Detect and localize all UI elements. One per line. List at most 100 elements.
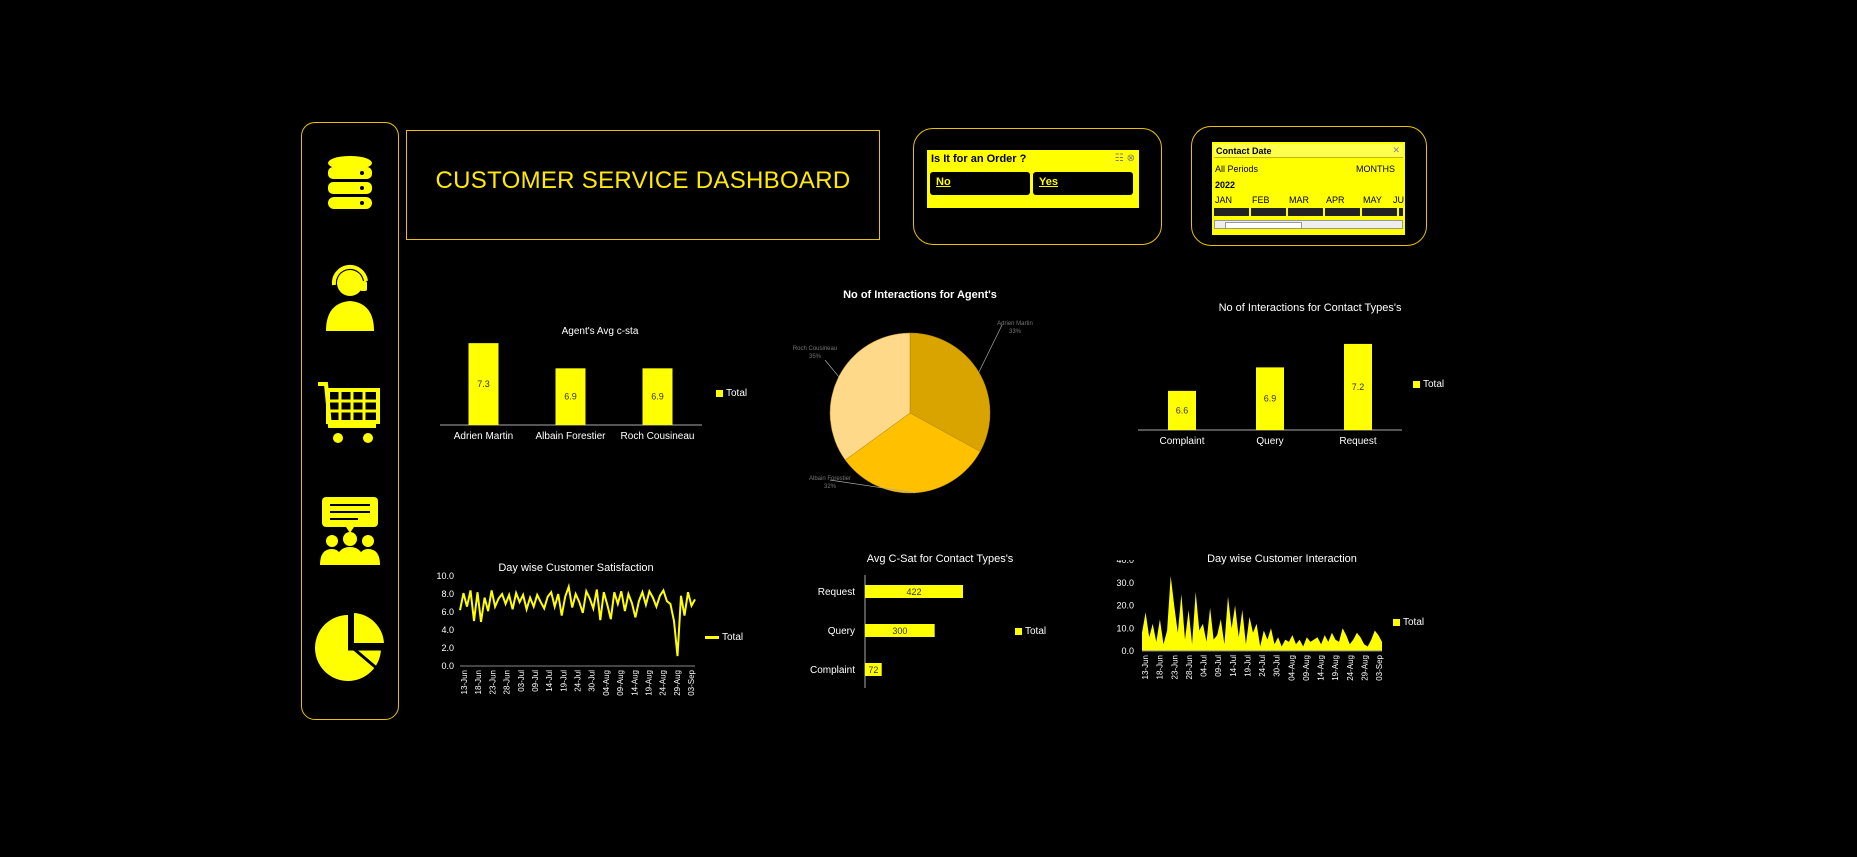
- x-tick-label: 04-Aug: [602, 670, 611, 696]
- x-tick-label: 29-Aug: [673, 670, 682, 696]
- data-label: 6.9: [1264, 394, 1277, 404]
- timeline-bar[interactable]: [1399, 208, 1403, 216]
- slice-pct: 33%: [1009, 329, 1022, 335]
- timeline-month[interactable]: JU: [1393, 195, 1404, 205]
- timeline-slicer: Contact Date ✕ All Periods MONTHS 2022 J…: [1212, 142, 1405, 235]
- y-tick-label: 2.0: [441, 643, 454, 653]
- order-option-no[interactable]: No: [930, 172, 1030, 195]
- timeline-month[interactable]: APR: [1326, 195, 1345, 205]
- bar: [642, 368, 673, 425]
- database-icon[interactable]: [314, 151, 386, 223]
- timeline-month[interactable]: MAY: [1363, 195, 1382, 205]
- order-slicer-frame: [913, 128, 1162, 245]
- x-tick-label: 24-Aug: [659, 670, 668, 696]
- data-label: 72: [868, 665, 878, 675]
- chart-title: Avg C-Sat for Contact Types's: [866, 553, 1014, 565]
- shopping-cart-icon[interactable]: [314, 378, 386, 450]
- y-tick-label: 6.0: [441, 607, 454, 617]
- legend: Total: [1393, 617, 1424, 628]
- x-tick-label: 03-Jul: [517, 670, 526, 692]
- legend-label: Total: [726, 388, 748, 399]
- timeline-month[interactable]: FEB: [1252, 195, 1270, 205]
- y-tick-label: 4.0: [441, 625, 454, 635]
- timeline-year: 2022: [1215, 180, 1236, 190]
- y-tick-label: 0.0: [441, 661, 454, 671]
- chart-title: Day wise Customer Interaction: [1207, 553, 1357, 565]
- bar: [555, 368, 586, 425]
- data-label: 6.9: [564, 392, 577, 402]
- timeline-bar[interactable]: [1362, 208, 1397, 216]
- y-tick-label: 0.0: [1121, 646, 1134, 656]
- legend: Total: [716, 388, 747, 399]
- y-tick-label: 30.0: [1116, 578, 1134, 588]
- legend: Total: [1015, 626, 1046, 637]
- timeline-period: All Periods: [1215, 164, 1259, 174]
- timeline-scrollbar[interactable]: [1214, 220, 1403, 229]
- x-tick-label: 04-Aug: [1287, 655, 1296, 681]
- timeline-month[interactable]: JAN: [1215, 195, 1233, 205]
- legend-swatch: [1413, 381, 1420, 388]
- legend: Total: [705, 632, 743, 643]
- timeline-bar[interactable]: [1214, 208, 1249, 216]
- x-tick-label: 04-Jul: [1200, 655, 1209, 677]
- page-title: CUSTOMER SERVICE DASHBOARD: [435, 167, 851, 194]
- x-tick-label: 03-Sep: [1375, 654, 1384, 680]
- legend-label: Total: [1403, 617, 1425, 628]
- timeline-header: Contact Date: [1214, 144, 1403, 158]
- x-tick-label: 28-Jun: [1185, 655, 1194, 679]
- bar: [865, 663, 882, 676]
- data-label: 7.2: [1352, 382, 1365, 392]
- x-tick-label: 30-Jul: [588, 670, 597, 692]
- order-option-yes[interactable]: Yes: [1033, 172, 1133, 195]
- x-tick-label: 19-Aug: [1331, 655, 1340, 681]
- legend-label: Total: [1025, 626, 1047, 637]
- slice-pct: 32%: [824, 484, 837, 490]
- slice-label: Albain Forestier: [809, 476, 851, 482]
- x-tick-label: 09-Aug: [1302, 655, 1311, 681]
- x-tick-label: 14-Aug: [1317, 655, 1326, 681]
- x-tick-label: 24-Jul: [1258, 655, 1267, 677]
- pie-chart-icon[interactable]: [314, 611, 386, 683]
- clear-filter-icon[interactable]: ☷ ⊗: [1114, 153, 1135, 164]
- y-tick-label: Request: [818, 587, 855, 598]
- x-tick-label: Query: [1256, 436, 1283, 447]
- x-tick-label: 19-Jul: [559, 670, 568, 692]
- y-tick-label: 8.0: [441, 589, 454, 599]
- bar: [865, 624, 935, 637]
- legend-swatch: [1393, 619, 1400, 626]
- slice-label: Adrien Martin: [997, 321, 1033, 327]
- legend-label: Total: [1423, 379, 1445, 390]
- timeline-unit[interactable]: MONTHS: [1356, 164, 1395, 174]
- x-tick-label: 29-Aug: [1360, 655, 1369, 681]
- legend-swatch: [1015, 628, 1022, 635]
- y-tick-label: 40.0: [1116, 560, 1134, 565]
- x-tick-label: 19-Aug: [644, 670, 653, 696]
- filter-clear-icon[interactable]: ✕: [1392, 145, 1400, 155]
- leader-line: [978, 324, 1003, 373]
- support-agent-icon[interactable]: [314, 261, 386, 333]
- feedback-group-icon[interactable]: [314, 495, 386, 567]
- timeline-bar[interactable]: [1251, 208, 1286, 216]
- timeline-bar[interactable]: [1288, 208, 1323, 216]
- slice-pct: 35%: [809, 354, 822, 360]
- order-slicer-header: Is It for an Order ?: [931, 153, 1027, 165]
- timeline-month[interactable]: MAR: [1289, 195, 1309, 205]
- data-label: 422: [906, 587, 921, 597]
- pie-slice: [909, 332, 991, 452]
- x-tick-label: Adrien Martin: [454, 431, 513, 442]
- timeline-bar[interactable]: [1325, 208, 1360, 216]
- order-slicer: Is It for an Order ? ☷ ⊗ No Yes: [927, 150, 1139, 208]
- data-label: 6.6: [1176, 405, 1189, 415]
- chart-title: Agent's Avg c-sta: [561, 326, 639, 337]
- bar: [1344, 343, 1372, 430]
- legend: Total: [1413, 379, 1444, 390]
- legend-label: Total: [722, 632, 744, 643]
- x-tick-label: Complaint: [1159, 436, 1204, 447]
- x-tick-label: Request: [1339, 436, 1376, 447]
- x-tick-label: 28-Jun: [503, 670, 512, 694]
- y-tick-label: 10.0: [436, 571, 454, 581]
- x-tick-label: 18-Jun: [1156, 655, 1165, 679]
